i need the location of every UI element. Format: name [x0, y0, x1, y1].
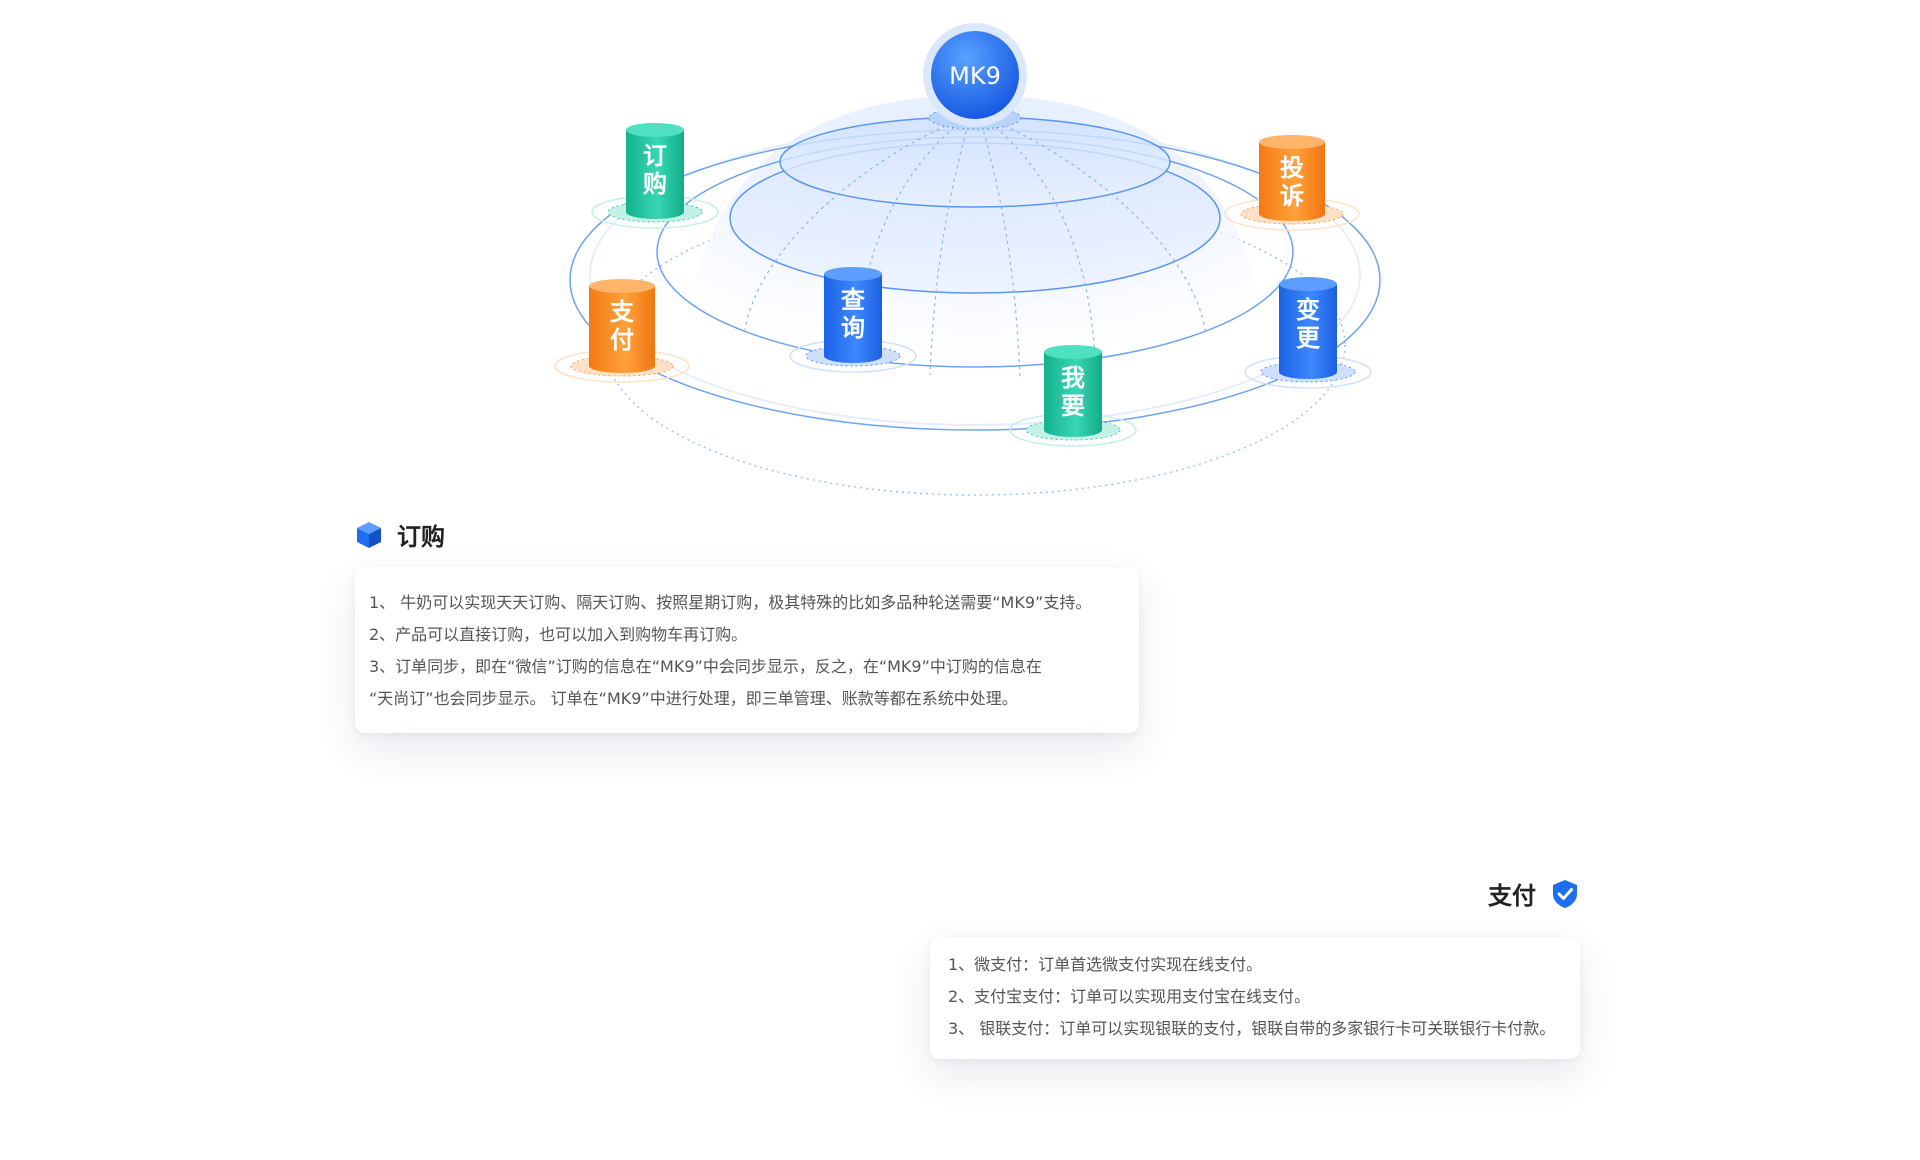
node-pay: 支付 [554, 279, 690, 383]
pay-card: 1、微支付：订单首选微支付实现在线支付。 2、支付宝支付：订单可以实现用支付宝在… [930, 937, 1580, 1059]
node-cap [626, 123, 684, 137]
pay-title: 支付 [1488, 882, 1536, 910]
node-label: 付 [610, 326, 634, 354]
order-line-3: 3、订单同步，即在“微信”订购的信息在“MK9”中会同步显示，反之，在“MK9”… [369, 657, 1042, 676]
node-label: 更 [1296, 324, 1321, 352]
hub-label: MK9 [949, 62, 1001, 90]
node-body [626, 130, 684, 219]
node-body [1279, 284, 1337, 379]
node-body [824, 274, 882, 363]
node-want: 我要 [1009, 345, 1137, 447]
shield-check-icon [1553, 879, 1577, 908]
hub-circle [931, 31, 1019, 119]
order-line-4: “天尚订”也会同步显示。 订单在“MK9”中进行处理，即三单管理、账款等都在系统… [369, 689, 1018, 708]
pay-section-title: 支付 [1488, 876, 1580, 911]
node-label: 订 [643, 142, 667, 170]
node-cap [824, 267, 882, 281]
pay-line-2: 2、支付宝支付：订单可以实现用支付宝在线支付。 [948, 987, 1311, 1006]
node-cap [1259, 135, 1325, 149]
order-line-1: 1、 牛奶可以实现天天订购、隔天订购、按照星期订购，极其特殊的比如多品种轮送需要… [369, 593, 1092, 612]
node-change: 变更 [1244, 277, 1372, 389]
node-label: 支 [610, 298, 635, 326]
node-order: 订购 [591, 123, 719, 229]
node-body [1044, 352, 1102, 437]
node-label: 查 [841, 286, 865, 314]
node-label: 询 [841, 314, 865, 342]
order-title: 订购 [397, 523, 445, 551]
node-cap [1279, 277, 1337, 291]
node-label: 投 [1280, 154, 1304, 182]
node-label: 我 [1061, 364, 1085, 392]
pay-line-3: 3、 银联支付：订单可以实现银联的支付，银联自带的多家银行卡可关联银行卡付款。 [948, 1019, 1556, 1038]
node-query: 查询 [789, 267, 917, 373]
pay-line-1: 1、微支付：订单首选微支付实现在线支付。 [948, 955, 1263, 974]
node-cap [589, 279, 655, 293]
order-line-2: 2、产品可以直接订购，也可以加入到购物车再订购。 [369, 625, 748, 644]
node-cap [1044, 345, 1102, 359]
node-body [1259, 142, 1325, 221]
order-section-title: 订购 [355, 517, 445, 552]
node-label: 诉 [1280, 182, 1304, 210]
node-label: 变 [1296, 296, 1320, 324]
node-label: 要 [1061, 392, 1085, 420]
order-card: 1、 牛奶可以实现天天订购、隔天订购、按照星期订购，极其特殊的比如多品种轮送需要… [355, 567, 1139, 733]
node-complaint: 投诉 [1224, 135, 1360, 231]
node-label: 购 [643, 170, 667, 198]
cube-icon [357, 521, 381, 548]
node-body [589, 286, 655, 373]
